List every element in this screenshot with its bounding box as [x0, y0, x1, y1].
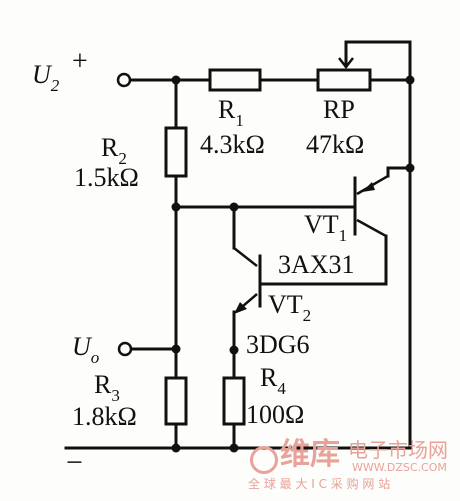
r3-name: R: [94, 370, 112, 399]
r2-value: 1.5kΩ: [74, 163, 139, 192]
uo-terminal: [117, 341, 133, 357]
vt1-label: VT1: [304, 210, 347, 245]
junction-dot: [171, 75, 181, 85]
ground-minus-sign: −: [66, 446, 83, 479]
r4-label: R4: [260, 363, 286, 398]
r3-label: R3: [94, 370, 120, 405]
rp-value: 47kΩ: [306, 130, 365, 159]
junction-dot: [229, 202, 239, 212]
r1-value: 4.3kΩ: [200, 130, 265, 159]
junction-dot: [171, 202, 181, 212]
u2-subscript: 2: [50, 76, 60, 95]
r3-subscript: 3: [111, 386, 120, 405]
vt2-model: 3DG6: [246, 330, 310, 359]
vt1-name: VT: [304, 210, 339, 239]
r4-subscript: 4: [277, 379, 286, 398]
r4-resistor: [222, 376, 246, 426]
junction-dot: [405, 75, 415, 85]
junction-dot: [229, 443, 239, 453]
vt1-collector-wire: [260, 234, 388, 286]
r1-label: R1: [218, 95, 244, 130]
uo-label: Uo: [72, 332, 99, 367]
vt2-subscript: 2: [302, 306, 312, 325]
r2-resistor: [164, 126, 188, 178]
junction-dot: [405, 163, 415, 173]
r3-value: 1.8kΩ: [72, 402, 137, 431]
vt1-emitter-wire: [386, 166, 412, 178]
watermark-url: WWW.DZSC.COM: [352, 461, 447, 474]
r2-name: R: [101, 133, 119, 162]
rp-label: RP: [323, 95, 355, 124]
r1-name: R: [218, 95, 236, 124]
watermark-logo-mark: [250, 446, 278, 474]
vt1-model: 3AX31: [278, 250, 355, 279]
watermark-tagline: 电子市场网: [348, 438, 448, 462]
junction-dot: [171, 443, 181, 453]
rp-wiper-arrow: [338, 57, 354, 70]
watermark-slogan: 全 球 最 大 I C 采 购 网 站: [248, 477, 391, 491]
vt2-label: VT2: [268, 290, 311, 325]
r3-resistor: [164, 376, 188, 426]
watermark-logo-text: 维库: [280, 437, 340, 472]
rp-potentiometer: [316, 68, 372, 92]
r1-subscript: 1: [235, 111, 244, 130]
r4-name: R: [260, 363, 278, 392]
junction-dot: [229, 345, 239, 355]
uo-symbol: U: [72, 332, 91, 361]
junction-dot: [171, 344, 181, 354]
u2-symbol: U: [32, 60, 51, 89]
u2-plus-sign: +: [72, 46, 88, 77]
vt2-emitter-arrow: [234, 302, 247, 314]
vt2-collector: [233, 247, 258, 267]
uo-subscript: o: [90, 348, 100, 367]
u2-terminal: [116, 72, 132, 88]
rp-wiper-wire: [344, 40, 412, 82]
r4-value: 100Ω: [246, 400, 305, 429]
u2-label: U2: [32, 60, 59, 95]
vt2-name: VT: [268, 290, 303, 319]
r2-label: R2: [101, 133, 127, 168]
vt1-subscript: 1: [338, 226, 348, 245]
r1-resistor: [208, 68, 262, 92]
vt1-emitter-arrow: [362, 182, 375, 192]
vt1-collector: [356, 218, 387, 238]
r2-subscript: 2: [118, 149, 127, 168]
